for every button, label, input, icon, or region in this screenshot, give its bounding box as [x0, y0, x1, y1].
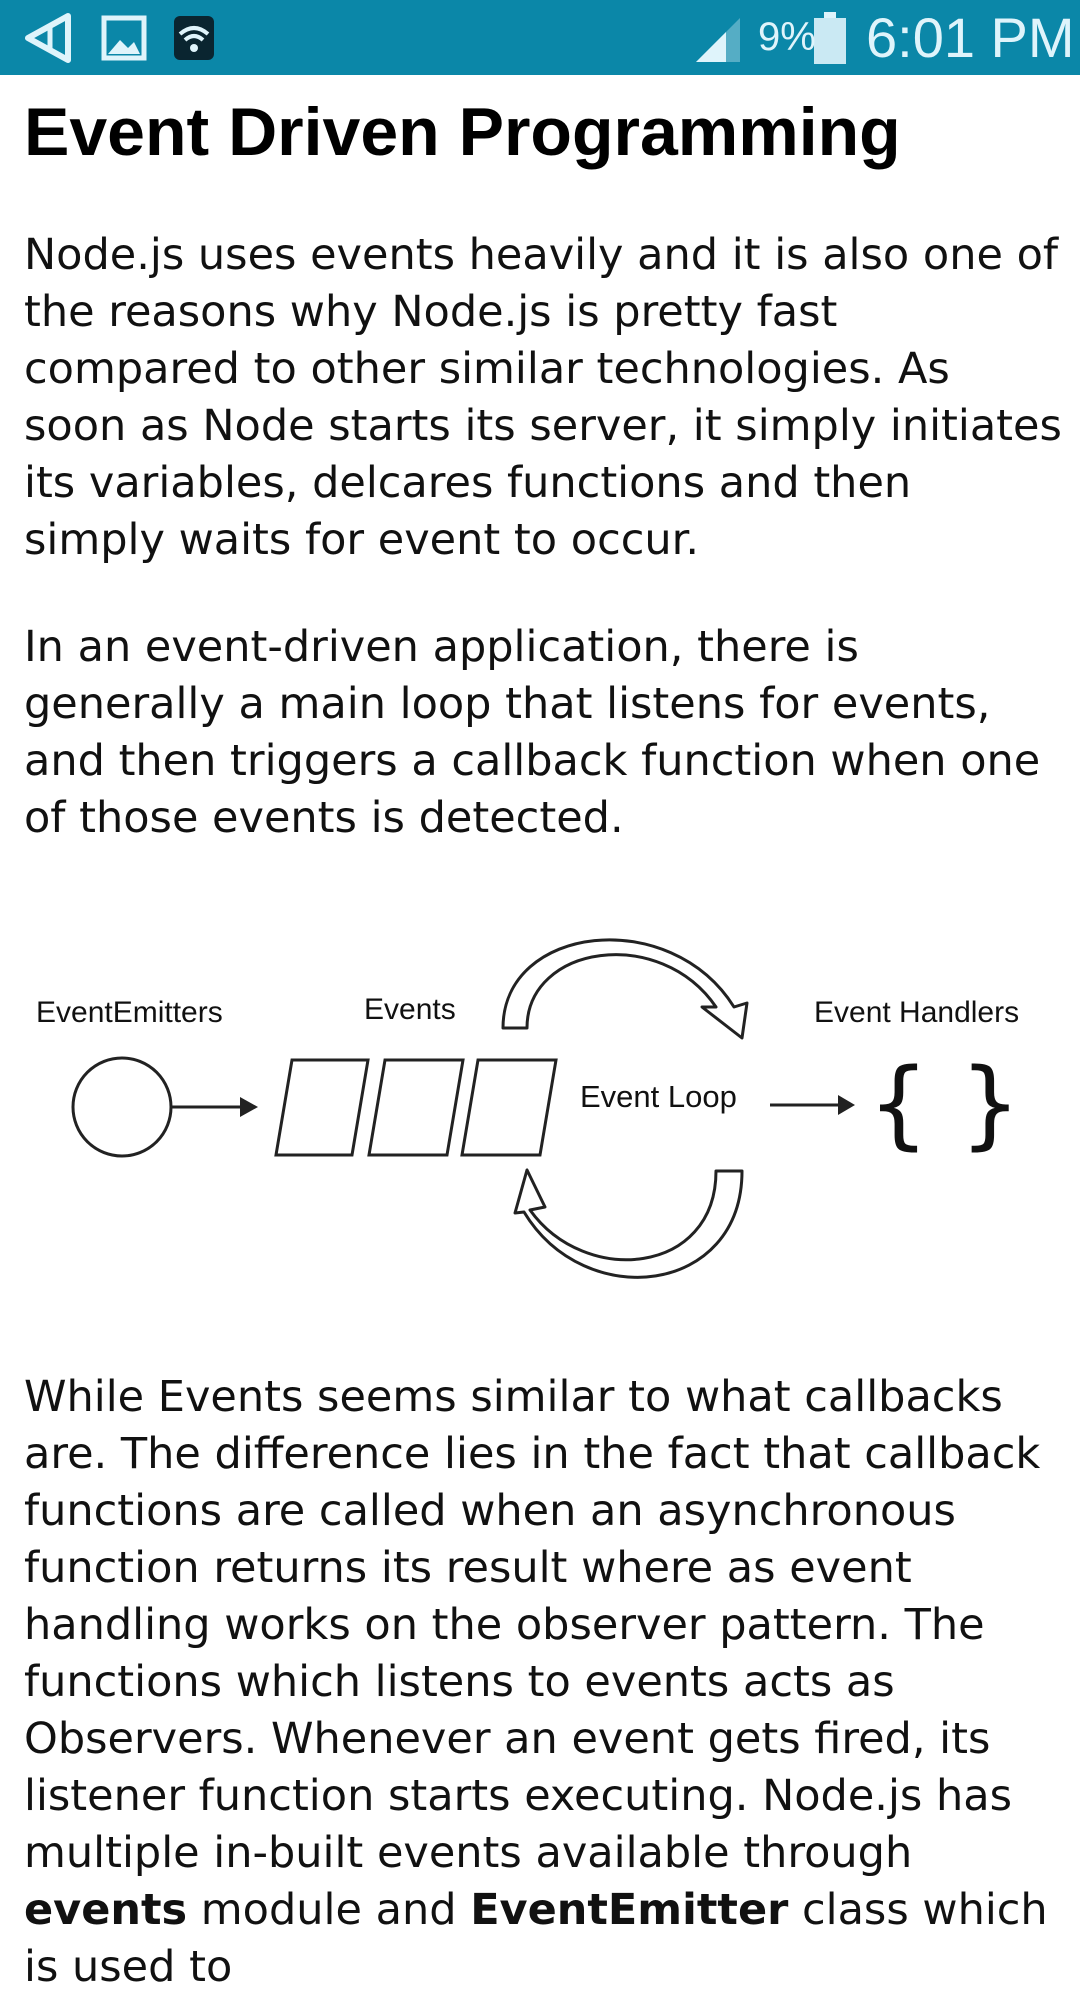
paragraph-3: While Events seems similar to what callb… [24, 1369, 1064, 1996]
emitter-circle [71, 1056, 173, 1158]
loop-arrow-top [501, 938, 749, 1040]
event-box-1 [274, 1058, 370, 1157]
signal-icon [696, 18, 740, 62]
events-module-term: events [24, 1885, 188, 1935]
article: Event Driven Programming Node.js uses ev… [24, 75, 1064, 847]
back-triangle-icon [25, 13, 71, 63]
article-continued: While Events seems similar to what callb… [24, 1369, 1064, 1996]
events-label: Events [364, 993, 456, 1026]
event-loop-diagram: EventEmitters Events Event Handlers Even… [36, 938, 1021, 1279]
event-emitter-term: EventEmitter [470, 1885, 789, 1935]
loop-arrow-bottom [513, 1168, 744, 1279]
event-box-2 [367, 1058, 465, 1157]
paragraph-3-text: While Events seems similar to what callb… [24, 1372, 1041, 1878]
event-emitters-label: EventEmitters [36, 996, 223, 1029]
status-bar: 9% 6:01 PM [0, 0, 1080, 75]
wifi-icon [174, 16, 214, 60]
page-title: Event Driven Programming [24, 94, 901, 170]
paragraph-3-mid: module and [187, 1885, 471, 1935]
event-handlers-label: Event Handlers [814, 996, 1019, 1029]
event-loop-label: Event Loop [580, 1079, 737, 1114]
handler-braces: { } [868, 1048, 1021, 1160]
battery-icon [814, 12, 846, 64]
paragraph-2: In an event-driven application, there is… [24, 622, 1041, 843]
battery-percent: 9% [758, 15, 816, 59]
clock: 6:01 PM [866, 6, 1075, 69]
event-box-3 [460, 1058, 558, 1157]
paragraph-1: Node.js uses events heavily and it is al… [24, 230, 1062, 565]
image-icon [101, 15, 147, 61]
